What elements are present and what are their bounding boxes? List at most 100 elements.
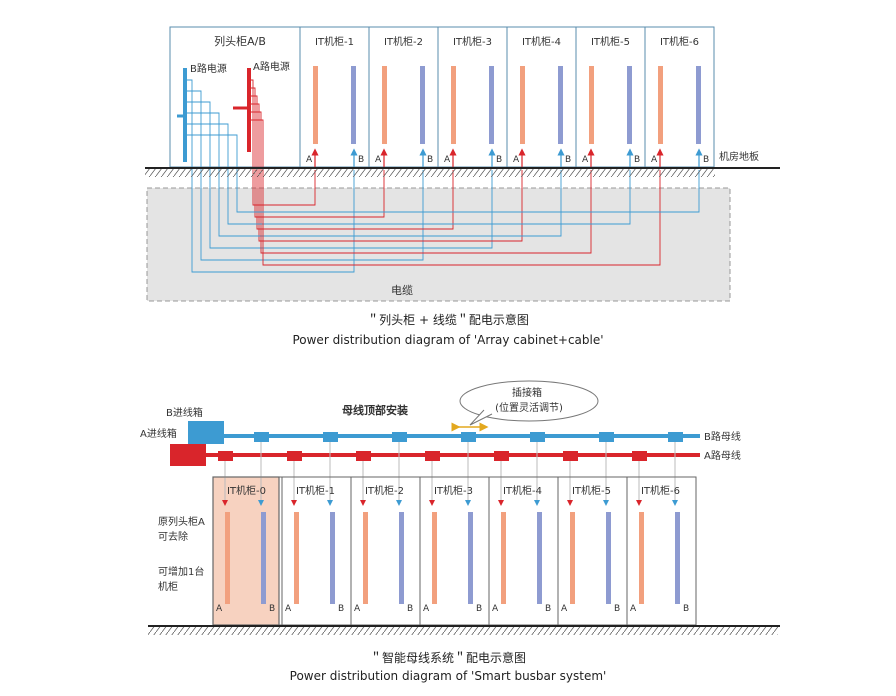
- cabinet-label: IT机柜-2: [365, 484, 404, 497]
- port-a-label: A: [582, 155, 589, 165]
- cabinet-label: IT机柜-1: [296, 484, 335, 497]
- cable-b: [185, 90, 424, 261]
- drop-arrow-a: [567, 500, 573, 506]
- drop-arrow-b: [534, 500, 540, 506]
- b-power-label: B路电源: [190, 62, 227, 75]
- a-box-label: A进线箱: [140, 427, 177, 440]
- port-b-label: B: [358, 155, 364, 165]
- port-b-label: B: [703, 155, 709, 165]
- pdu-a-strip: [501, 512, 506, 604]
- plugin-boxes: [218, 432, 683, 506]
- busbar-top-label: 母线顶部安装: [342, 403, 408, 417]
- cabinet-frame: [506, 26, 577, 168]
- port-a-label: A: [423, 604, 430, 614]
- plugin-label-2: (位置灵活调节): [495, 401, 563, 414]
- cabinet-label: IT机柜-2: [384, 35, 423, 48]
- pdu-a-strip: [363, 512, 368, 604]
- top-caption-en: Power distribution diagram of 'Array cab…: [292, 333, 604, 347]
- cabinet-frame: [368, 26, 439, 168]
- cabinet-label: IT机柜-6: [660, 35, 699, 48]
- cabinet-frame: [626, 476, 697, 626]
- note-remove-1: 原列头柜A: [158, 515, 205, 528]
- cable-a: [249, 95, 454, 230]
- plugin-box-a: [218, 451, 233, 461]
- note-add-2: 机柜: [158, 580, 178, 593]
- cabinet-label: IT机柜-5: [572, 484, 611, 497]
- drop-arrow-b: [603, 500, 609, 506]
- top-floor-hatch: [145, 168, 715, 177]
- cable-a: [249, 119, 661, 266]
- drop-arrow-b: [327, 500, 333, 506]
- port-b-label: B: [476, 604, 482, 614]
- cabinet-frame: [350, 476, 421, 626]
- port-b-label: B: [407, 604, 413, 614]
- pdu-a-strip: [520, 66, 525, 144]
- port-a-label: A: [444, 155, 451, 165]
- plugin-box-a: [494, 451, 509, 461]
- top-cables: [185, 79, 700, 273]
- plugin-box-a: [632, 451, 647, 461]
- head-cabinet: [169, 26, 301, 168]
- bottom-diagram: B进线箱 A进线箱 B路母线 A路母线 母线顶部安装 插接箱 (位置灵活调节) …: [140, 380, 780, 635]
- drop-arrow-b: [258, 500, 264, 506]
- pdu-a-strip: [639, 512, 644, 604]
- drop-arrow-b: [465, 500, 471, 506]
- cabinet-0-highlight: [212, 476, 280, 626]
- port-a-label: A: [492, 604, 499, 614]
- a-incoming-box: [170, 444, 206, 466]
- pdu-b-strip: [351, 66, 356, 144]
- cabinet-frame: [557, 476, 628, 626]
- cabinet-label: IT机柜-3: [434, 484, 473, 497]
- pdu-a-strip: [432, 512, 437, 604]
- plugin-box-b: [323, 432, 338, 442]
- port-b-label: B: [683, 604, 689, 614]
- port-b-label: B: [269, 604, 275, 614]
- pdu-b-strip: [330, 512, 335, 604]
- pdu-b-strip: [489, 66, 494, 144]
- drop-arrow-a: [636, 500, 642, 506]
- pdu-a-strip: [451, 66, 456, 144]
- cabinet-frame: [299, 26, 370, 168]
- pdu-a-strip: [570, 512, 575, 604]
- port-a-label: A: [651, 155, 658, 165]
- note-add-1: 可增加1台: [158, 565, 204, 578]
- pdu-b-strip: [675, 512, 680, 604]
- drop-arrow-a: [360, 500, 366, 506]
- drop-arrow-a: [222, 500, 228, 506]
- cabinet-frame: [437, 26, 508, 168]
- cable-b: [185, 101, 493, 249]
- plugin-label-1: 插接箱: [512, 386, 542, 399]
- b-incoming-box: [188, 421, 224, 444]
- cabinet-frame: [644, 26, 715, 168]
- pdu-a-strip: [382, 66, 387, 144]
- cabinet-label: IT机柜-3: [453, 35, 492, 48]
- plugin-box-a: [425, 451, 440, 461]
- drop-arrow-a: [498, 500, 504, 506]
- a-busbar-label: A路母线: [704, 449, 741, 462]
- b-busbar-label: B路母线: [704, 430, 741, 443]
- port-a-label: A: [285, 604, 292, 614]
- cable-a: [249, 87, 385, 218]
- plugin-box-b: [461, 432, 476, 442]
- port-b-label: B: [338, 604, 344, 614]
- cabinet-label: IT机柜-1: [315, 35, 354, 48]
- pdu-b-strip: [558, 66, 563, 144]
- cabinet-frame: [419, 476, 490, 626]
- pdu-b-strip: [261, 512, 266, 604]
- bottom-cabinet: IT机柜-3A B: [419, 476, 490, 626]
- bottom-caption-cn: ＂智能母线系统＂配电示意图: [369, 651, 526, 665]
- plugin-box-b: [668, 432, 683, 442]
- bottom-cabinet: IT机柜-1A B: [281, 476, 352, 626]
- cabinet-label: IT机柜-4: [503, 484, 542, 497]
- plugin-box-a: [563, 451, 578, 461]
